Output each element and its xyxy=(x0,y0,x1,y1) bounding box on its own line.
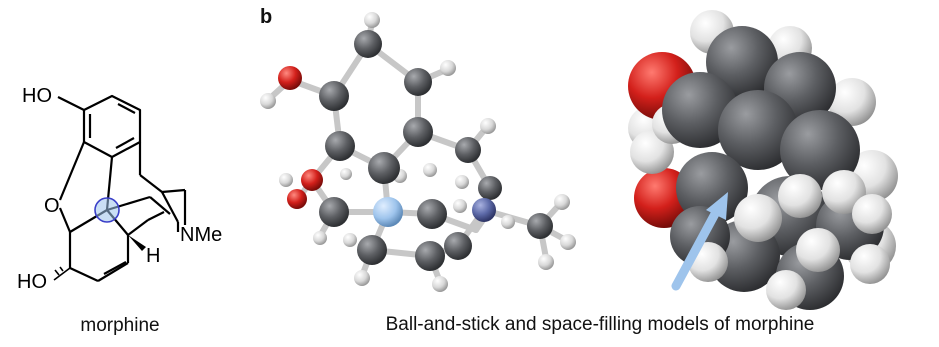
models-caption: Ball-and-stick and space-filling models … xyxy=(385,314,815,335)
hydroxyl-label-bottom: HO xyxy=(17,271,47,293)
structure-caption: morphine xyxy=(80,315,160,336)
panel-label: b xyxy=(260,6,273,28)
skeletal-structure xyxy=(53,94,187,282)
hydroxyl-label-top: HO xyxy=(22,85,52,107)
n-methyl-label: NMe xyxy=(180,224,223,246)
hydrogen-label: H xyxy=(146,245,161,267)
ether-oxygen-label: O xyxy=(44,195,60,217)
